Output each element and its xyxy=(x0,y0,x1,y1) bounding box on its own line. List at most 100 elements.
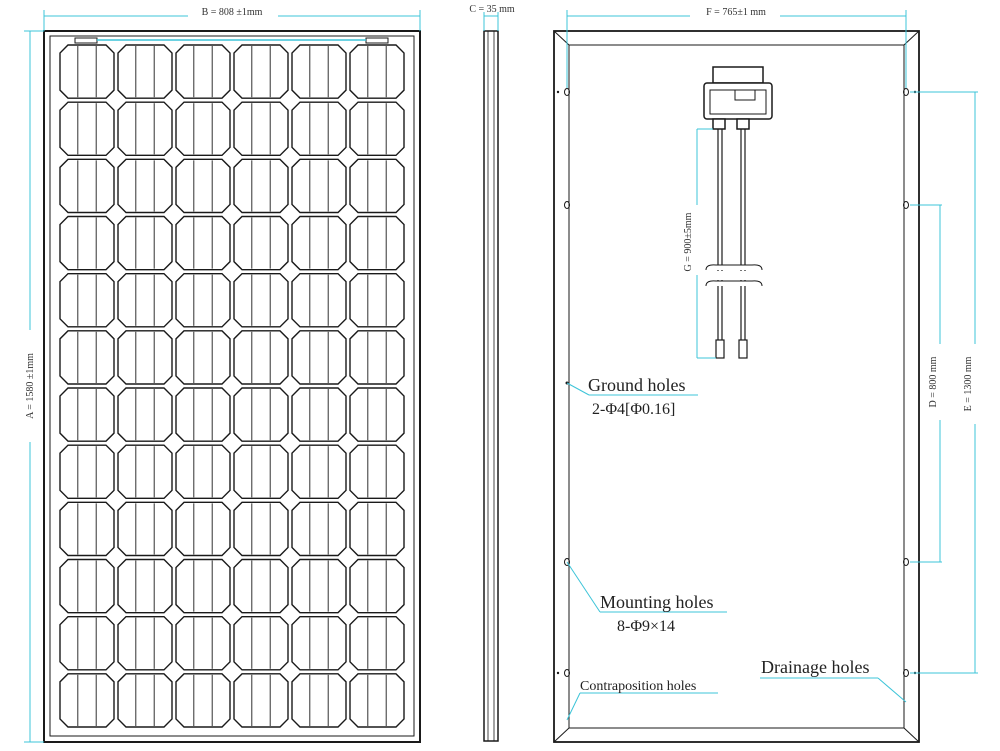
solar-cell xyxy=(59,673,115,728)
solar-cell xyxy=(59,615,115,671)
solar-cell xyxy=(233,158,289,214)
solar-cell xyxy=(233,101,289,157)
junction-box xyxy=(703,66,773,130)
solar-cell xyxy=(59,272,115,328)
solar-cell xyxy=(349,272,405,328)
bus-ribbon-left xyxy=(74,37,98,44)
solar-cell xyxy=(175,215,231,271)
solar-cell xyxy=(291,444,347,500)
solar-cell xyxy=(175,673,231,728)
dimension-e-text: E = 1300 mm xyxy=(963,356,974,411)
drainage-holes-callout: Drainage holes xyxy=(760,657,907,703)
solar-cell xyxy=(291,501,347,557)
solar-cell xyxy=(59,330,115,385)
dimension-a: A = 1580 ±1mm xyxy=(22,30,44,743)
solar-cell xyxy=(175,558,231,614)
dimension-c-text: C = 35 mm xyxy=(469,4,515,15)
solar-cell xyxy=(59,101,115,157)
solar-cell xyxy=(175,615,231,671)
solar-cell xyxy=(117,101,173,157)
solar-cell xyxy=(233,501,289,557)
solar-cell xyxy=(233,615,289,671)
front-frame-inner xyxy=(49,35,415,737)
cables xyxy=(715,129,748,359)
solar-cell xyxy=(175,444,231,500)
solar-cell xyxy=(117,158,173,214)
solar-cell xyxy=(349,101,405,157)
solar-cell xyxy=(233,330,289,385)
solar-cell xyxy=(59,215,115,271)
dimension-g: G = 900±5mm xyxy=(683,128,716,359)
solar-cell xyxy=(175,158,231,214)
solar-cell xyxy=(175,101,231,157)
solar-cell xyxy=(349,444,405,500)
solar-cell xyxy=(59,501,115,557)
bus-ribbon-right xyxy=(365,37,389,44)
solar-cell xyxy=(291,215,347,271)
solar-cell xyxy=(349,673,405,728)
solar-cell xyxy=(117,387,173,442)
solar-cell xyxy=(291,615,347,671)
solar-cell xyxy=(291,673,347,728)
dimension-f-text: F = 765±1 mm xyxy=(706,7,766,18)
solar-cell xyxy=(59,387,115,442)
dimension-d: D = 800 mm xyxy=(910,204,944,563)
solar-cell xyxy=(291,272,347,328)
back-frame-inner xyxy=(568,44,905,729)
solar-cell xyxy=(349,158,405,214)
dimension-c: C = 35 mm xyxy=(469,4,515,31)
solar-cell xyxy=(291,330,347,385)
solar-cell xyxy=(117,558,173,614)
contraposition-holes-callout: Contraposition holes xyxy=(566,679,718,721)
solar-cell xyxy=(233,387,289,442)
dimension-b: B = 808 ±1mm xyxy=(43,6,421,31)
solar-cell xyxy=(117,615,173,671)
dimension-d-text: D = 800 mm xyxy=(928,356,939,407)
solar-cell xyxy=(175,330,231,385)
cell-grid xyxy=(59,44,405,728)
solar-cell xyxy=(117,330,173,385)
cable-break xyxy=(705,264,763,287)
right-frame-holes xyxy=(903,88,917,677)
solar-cell xyxy=(233,44,289,99)
solar-cell xyxy=(349,44,405,99)
dimension-f: F = 765±1 mm xyxy=(566,6,907,88)
solar-cell xyxy=(117,444,173,500)
front-view xyxy=(43,30,421,743)
dimension-e: E = 1300 mm xyxy=(910,91,979,674)
solar-cell xyxy=(117,44,173,99)
solar-cell xyxy=(59,158,115,214)
solar-cell xyxy=(117,272,173,328)
solar-cell xyxy=(233,215,289,271)
dimension-g-text: G = 900±5mm xyxy=(683,212,694,271)
side-view xyxy=(483,30,499,742)
solar-cell xyxy=(291,44,347,99)
solar-cell xyxy=(349,501,405,557)
mounting-holes-label: Mounting holes xyxy=(600,592,714,612)
solar-cell xyxy=(117,673,173,728)
solar-cell xyxy=(233,558,289,614)
solar-cell xyxy=(291,158,347,214)
solar-cell xyxy=(59,44,115,99)
solar-cell xyxy=(349,330,405,385)
solar-cell xyxy=(349,558,405,614)
solar-cell xyxy=(59,558,115,614)
contraposition-holes-label: Contraposition holes xyxy=(580,679,696,694)
solar-cell xyxy=(349,615,405,671)
solar-cell xyxy=(233,272,289,328)
mounting-holes-spec: 8-Φ9×14 xyxy=(617,618,675,635)
mounting-holes-callout: Mounting holes 8-Φ9×14 xyxy=(566,561,727,635)
solar-cell xyxy=(349,215,405,271)
solar-cell xyxy=(175,272,231,328)
ground-holes-callout: Ground holes 2-Φ4[Φ0.16] xyxy=(566,375,698,418)
dimension-a-text: A = 1580 ±1mm xyxy=(25,353,36,419)
side-frame xyxy=(483,30,499,742)
solar-cell xyxy=(59,444,115,500)
solar-cell xyxy=(175,44,231,99)
solar-cell xyxy=(117,215,173,271)
solar-cell xyxy=(233,444,289,500)
dimension-b-text: B = 808 ±1mm xyxy=(202,7,263,18)
solar-cell xyxy=(291,387,347,442)
solar-cell xyxy=(175,501,231,557)
